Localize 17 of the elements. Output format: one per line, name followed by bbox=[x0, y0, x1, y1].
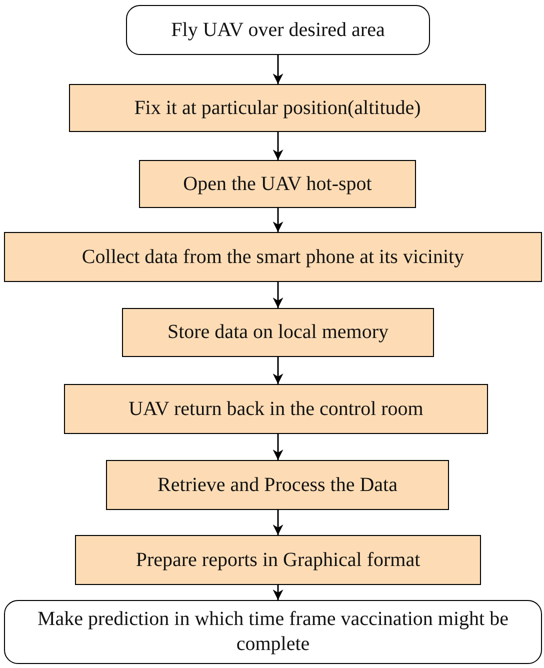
process-box: Fix it at particular position(altitude) bbox=[69, 84, 486, 132]
arrow bbox=[272, 282, 284, 308]
terminal-box: Fly UAV over desired area bbox=[126, 5, 430, 55]
process-box: UAV return back in the control room bbox=[64, 384, 488, 434]
process-box: Store data on local memory bbox=[122, 308, 434, 357]
process-box: Prepare reports in Graphical format bbox=[75, 535, 481, 585]
process-box: Open the UAV hot-spot bbox=[139, 160, 416, 208]
process-box: Collect data from the smart phone at its vicinity bbox=[4, 232, 542, 282]
terminal-box: Make prediction in which time frame vaccination might be complete bbox=[4, 600, 542, 664]
arrow bbox=[272, 434, 284, 460]
arrow bbox=[272, 132, 284, 160]
arrow bbox=[272, 208, 284, 232]
process-box: Retrieve and Process the Data bbox=[106, 460, 449, 510]
arrow bbox=[272, 357, 284, 384]
arrow bbox=[272, 585, 284, 600]
arrow bbox=[272, 510, 284, 535]
arrow bbox=[272, 55, 284, 84]
